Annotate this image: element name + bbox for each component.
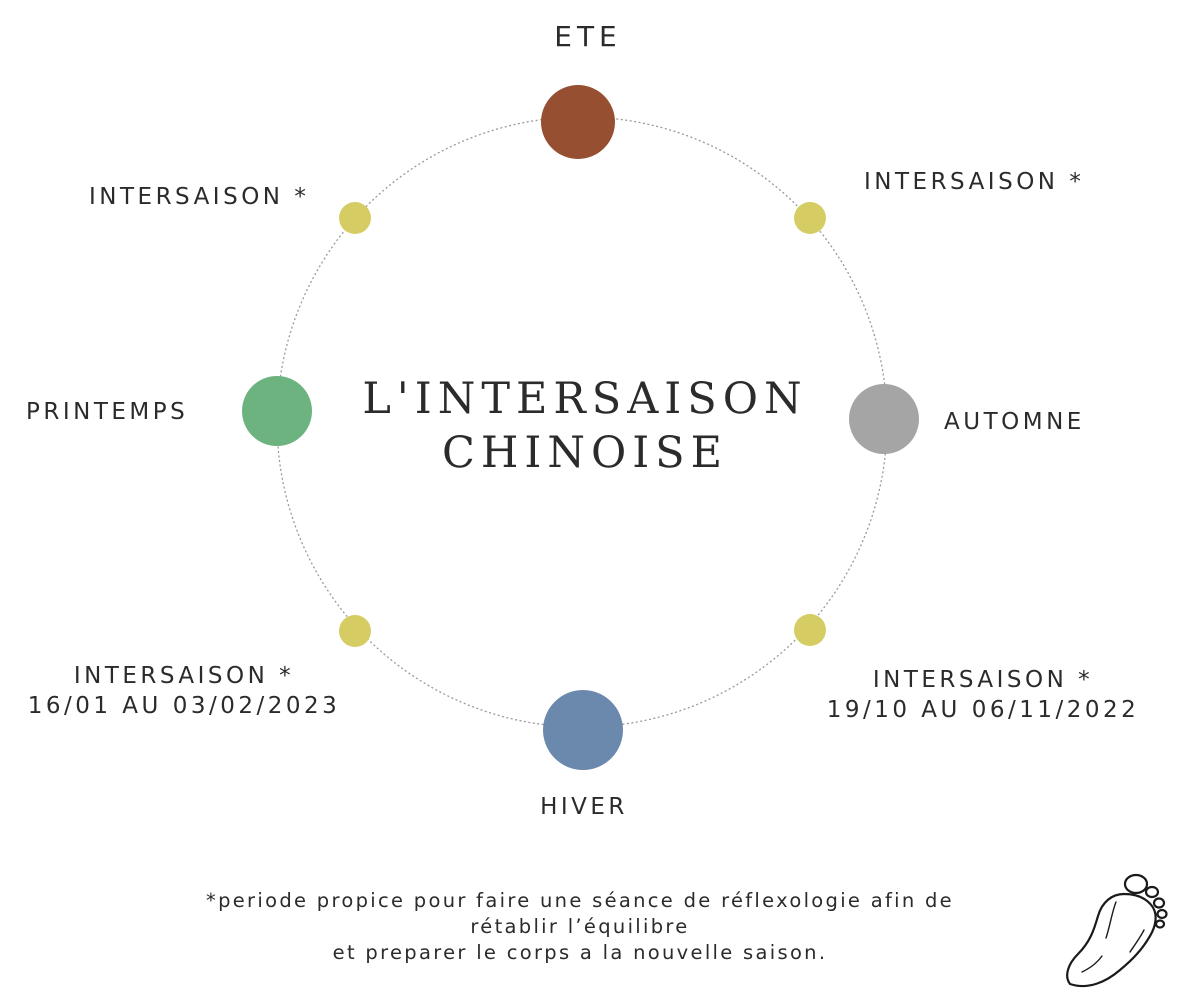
footnote-line-3: et preparer le corps a la nouvelle saiso… bbox=[332, 941, 828, 964]
intersaison-bottom-right-dates: 19/10 AU 06/11/2022 bbox=[826, 697, 1140, 723]
title-line-1: L'INTERSAISON bbox=[362, 374, 808, 424]
season-dot-hiver bbox=[543, 690, 623, 770]
label-intersaison-bottom-right: INTERSAISON * 19/10 AU 06/11/2022 bbox=[826, 665, 1140, 725]
diagram-title: L'INTERSAISON CHINOISE bbox=[330, 372, 840, 480]
intersaison-bottom-right-title: INTERSAISON * bbox=[872, 667, 1094, 693]
label-automne: AUTOMNE bbox=[944, 409, 1085, 435]
label-ete: ETE bbox=[554, 20, 622, 53]
intersaison-bottom-left-dates: 16/01 AU 03/02/2023 bbox=[27, 693, 341, 719]
intersaison-dot-top-left bbox=[339, 202, 371, 234]
label-printemps: PRINTEMPS bbox=[26, 399, 189, 425]
intersaison-bottom-left-title: INTERSAISON * bbox=[73, 663, 295, 689]
intersaison-dot-bottom-left bbox=[339, 615, 371, 647]
season-dot-ete bbox=[541, 85, 615, 159]
label-intersaison-top-left: INTERSAISON * bbox=[89, 184, 310, 210]
title-line-2: CHINOISE bbox=[441, 428, 729, 478]
label-intersaison-bottom-left: INTERSAISON * 16/01 AU 03/02/2023 bbox=[22, 661, 346, 721]
intersaison-dot-bottom-right bbox=[794, 614, 826, 646]
label-intersaison-top-right: INTERSAISON * bbox=[864, 169, 1085, 195]
season-dot-automne bbox=[849, 384, 919, 454]
intersaison-dot-top-right bbox=[794, 202, 826, 234]
foot-icon bbox=[1066, 873, 1168, 988]
label-hiver: HIVER bbox=[540, 794, 628, 820]
footnote: *periode propice pour faire une séance d… bbox=[80, 888, 1080, 966]
footnote-line-1: *periode propice pour faire une séance d… bbox=[206, 889, 954, 912]
footnote-line-2: rétablir l’équilibre bbox=[470, 915, 690, 938]
season-dot-printemps bbox=[242, 376, 312, 446]
